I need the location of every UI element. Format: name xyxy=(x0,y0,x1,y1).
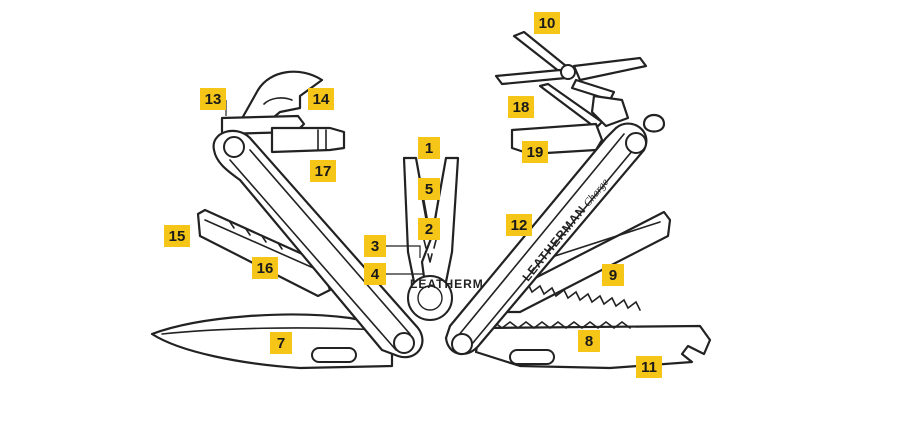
svg-text:8: 8 xyxy=(585,333,593,350)
svg-text:1: 1 xyxy=(425,140,433,157)
svg-text:2: 2 xyxy=(425,221,433,238)
callout-1: 1 xyxy=(418,137,440,159)
callout-13: 13 xyxy=(200,88,226,110)
callout-18: 18 xyxy=(508,96,534,118)
callout-10: 10 xyxy=(534,12,560,34)
svg-text:15: 15 xyxy=(169,228,186,245)
svg-text:19: 19 xyxy=(527,144,544,161)
callout-12: 12 xyxy=(506,214,532,236)
callout-14: 14 xyxy=(308,88,334,110)
svg-text:4: 4 xyxy=(371,266,380,283)
file-tool xyxy=(538,82,630,130)
callout-15: 15 xyxy=(164,225,190,247)
callout-2: 2 xyxy=(418,218,440,240)
left-handle xyxy=(212,129,424,359)
svg-text:12: 12 xyxy=(511,217,528,234)
callout-19: 19 xyxy=(522,141,548,163)
svg-text:13: 13 xyxy=(205,91,222,108)
callout-5: 5 xyxy=(418,178,440,200)
callout-9: 9 xyxy=(602,264,624,286)
leader-3 xyxy=(386,245,421,258)
scissors xyxy=(494,30,648,102)
svg-text:16: 16 xyxy=(257,260,274,277)
svg-text:7: 7 xyxy=(277,335,285,352)
callout-7: 7 xyxy=(270,332,292,354)
callout-11: 11 xyxy=(636,356,662,378)
callout-4: 4 xyxy=(364,263,386,285)
svg-text:14: 14 xyxy=(313,91,330,108)
callout-3: 3 xyxy=(364,235,386,257)
svg-text:9: 9 xyxy=(609,267,617,284)
callout-16: 16 xyxy=(252,257,278,279)
callout-8: 8 xyxy=(578,330,600,352)
svg-text:3: 3 xyxy=(371,238,379,255)
svg-text:18: 18 xyxy=(513,99,530,116)
svg-text:11: 11 xyxy=(641,359,657,376)
bottle-opener-cluster xyxy=(220,70,346,154)
svg-text:17: 17 xyxy=(315,163,332,180)
left-serrated-blade xyxy=(196,208,332,298)
callout-17: 17 xyxy=(310,160,336,182)
svg-text:10: 10 xyxy=(539,15,556,32)
svg-text:5: 5 xyxy=(425,181,433,198)
pivot-brand-text: LEATHERMAN xyxy=(410,277,503,291)
